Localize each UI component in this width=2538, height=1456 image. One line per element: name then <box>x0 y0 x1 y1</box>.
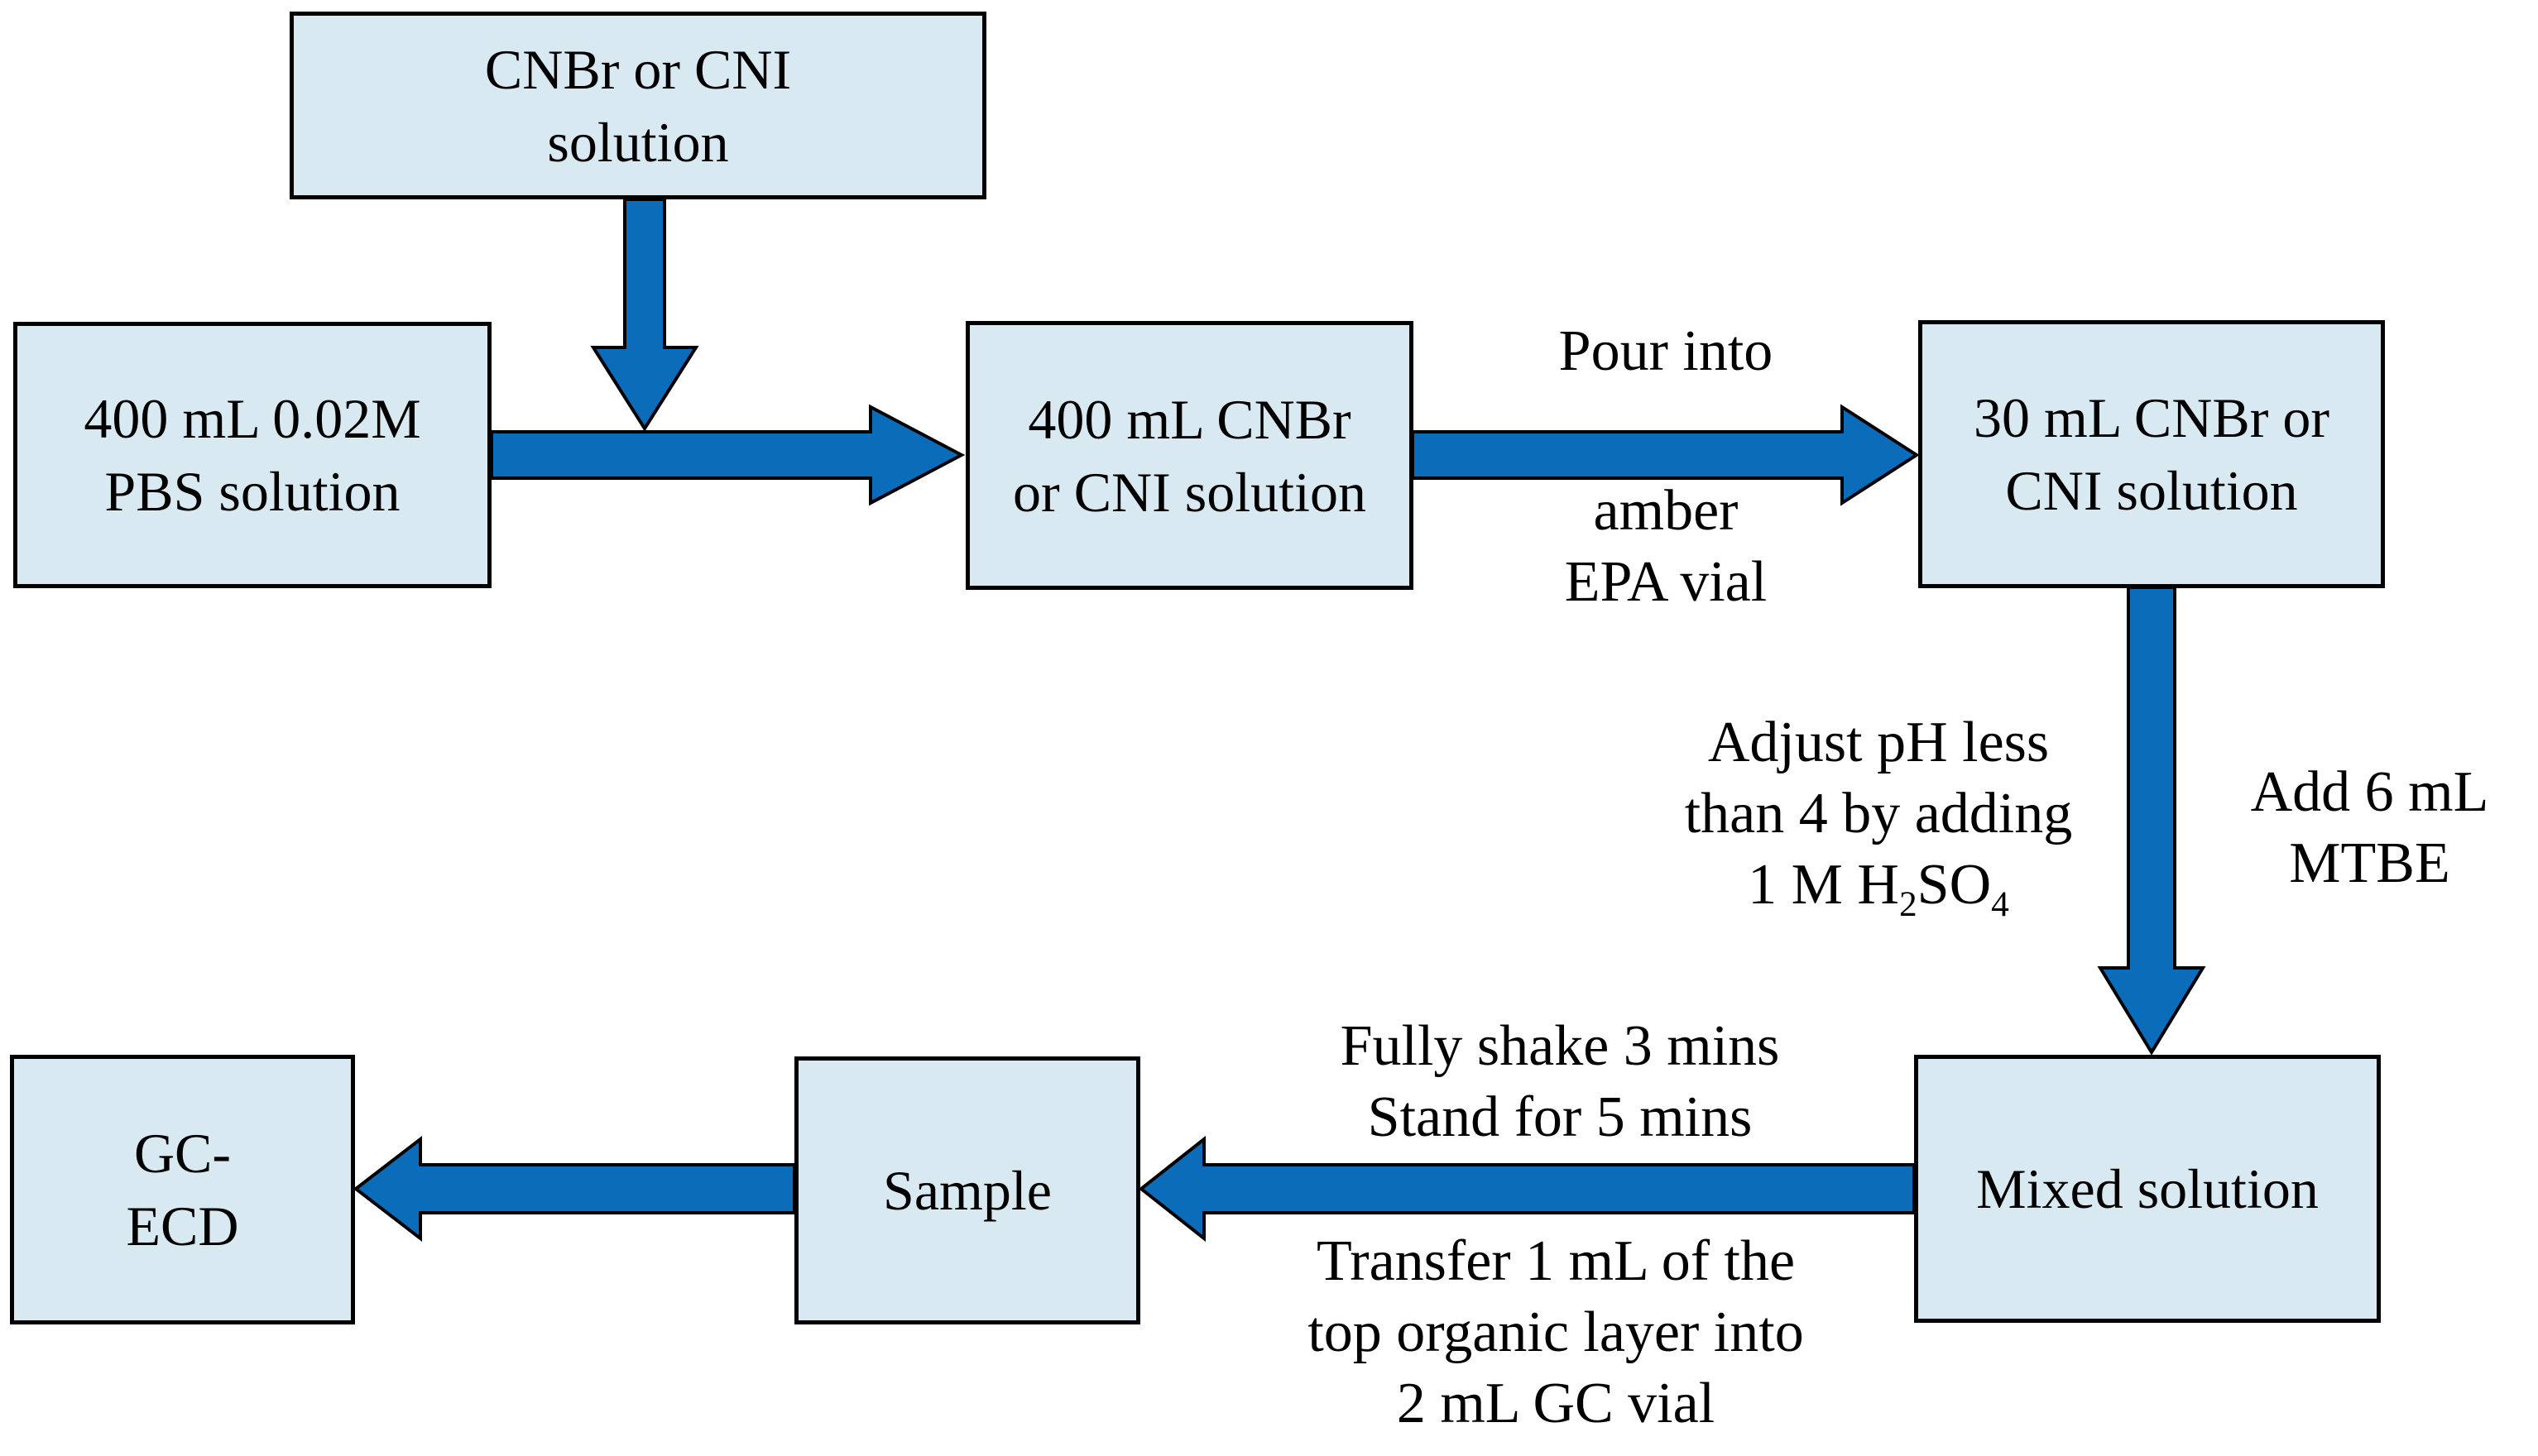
box-400ml-cnbr-solution: 400 mL CNBr or CNI solution <box>966 321 1413 590</box>
h2so4-prefix: 1 M H <box>1748 853 1899 917</box>
h2so4-sub2: 2 <box>1898 884 1917 924</box>
label-add-mtbe-line1: Add 6 mL <box>2250 760 2489 824</box>
h2so4-sub4: 4 <box>1991 884 2009 924</box>
label-shake-stand: Fully shake 3 mins Stand for 5 mins <box>1241 1011 1878 1153</box>
box-cnbr-cni-line1: CNBr or CNI <box>484 37 792 101</box>
label-adjust-ph-line3: 1 M H2SO4 <box>1647 850 2110 924</box>
label-add-mtbe: Add 6 mL MTBE <box>2201 757 2538 899</box>
arrow-right-pbs-to-400cnbr <box>490 404 966 506</box>
box-pbs-line2: PBS solution <box>104 460 401 523</box>
label-shake-line1: Fully shake 3 mins <box>1340 1014 1780 1078</box>
box-gc-ecd: GC- ECD <box>10 1055 355 1324</box>
box-30ml-cnbr-line1: 30 mL CNBr or <box>1973 386 2329 449</box>
label-pour-into-line1: Pour into <box>1558 319 1773 383</box>
label-adjust-ph-line2: than 4 by adding <box>1684 782 2073 845</box>
arrow-down-from-cnbr-solution <box>590 198 699 432</box>
box-gc-ecd-line2: ECD <box>126 1195 239 1257</box>
arrow-down-30ml-to-mixed <box>2097 586 2206 1056</box>
box-sample-line1: Sample <box>883 1159 1052 1222</box>
label-adjust-ph: Adjust pH less than 4 by adding 1 M H2SO… <box>1647 707 2110 924</box>
label-transfer-line3: 2 mL GC vial <box>1396 1372 1715 1435</box>
box-cnbr-cni-solution: CNBr or CNI solution <box>290 12 986 199</box>
label-pour-into: Pour into <box>1413 316 1919 387</box>
label-amber-epa-vial: amber EPA vial <box>1413 476 1919 618</box>
box-pbs-solution: 400 mL 0.02M PBS solution <box>13 322 492 588</box>
box-30ml-cnbr-solution: 30 mL CNBr or CNI solution <box>1918 320 2385 588</box>
arrow-left-mixed-to-sample <box>1138 1135 1916 1243</box>
label-amber-line1: amber <box>1593 479 1739 543</box>
box-sample: Sample <box>794 1056 1140 1324</box>
box-400ml-cnbr-line2: or CNI solution <box>1013 460 1366 524</box>
box-cnbr-cni-line2: solution <box>547 110 729 174</box>
label-amber-line2: EPA vial <box>1564 550 1768 614</box>
box-mixed-solution: Mixed solution <box>1914 1055 2381 1323</box>
label-transfer: Transfer 1 mL of the top organic layer i… <box>1225 1226 1887 1439</box>
box-30ml-cnbr-line2: CNI solution <box>2005 459 2298 522</box>
label-adjust-ph-line1: Adjust pH less <box>1707 711 2050 774</box>
label-add-mtbe-line2: MTBE <box>2289 831 2450 895</box>
label-transfer-line2: top organic layer into <box>1307 1300 1804 1364</box>
arrow-left-sample-to-gcecd <box>353 1135 796 1243</box>
box-gc-ecd-line1: GC- <box>133 1122 232 1185</box>
h2so4-mid: SO <box>1917 853 1992 917</box>
label-transfer-line1: Transfer 1 mL of the <box>1316 1229 1796 1293</box>
box-pbs-line1: 400 mL 0.02M <box>84 387 421 450</box>
label-shake-line2: Stand for 5 mins <box>1367 1085 1753 1149</box>
box-mixed-solution-line1: Mixed solution <box>1976 1157 2319 1220</box>
box-400ml-cnbr-line1: 400 mL CNBr <box>1028 387 1351 451</box>
